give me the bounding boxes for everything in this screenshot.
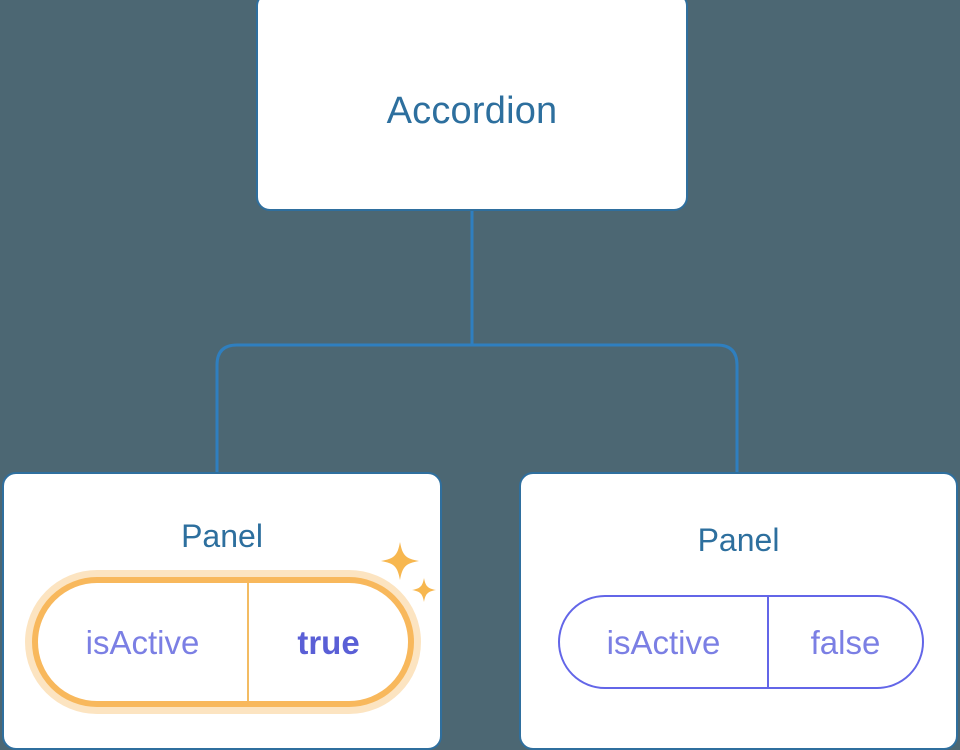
prop-value: true [297,623,360,661]
connector-branch-bus [215,343,739,472]
node-title: Panel [181,518,263,554]
prop-key: isActive [38,583,249,701]
prop-key: isActive [560,597,769,687]
tree-node-accordion[interactable]: Accordion [256,0,688,211]
tree-node-panel-active[interactable]: Panel isActive true [2,472,442,750]
prop-pill-isactive-false[interactable]: isActive false [558,595,924,689]
node-title: Panel [697,522,780,558]
tree-node-panel-inactive[interactable]: Panel isActive false [519,472,958,750]
prop-value: false [810,623,881,661]
prop-pill-isactive-true[interactable]: isActive true [32,577,414,707]
node-title: Accordion [386,89,558,132]
